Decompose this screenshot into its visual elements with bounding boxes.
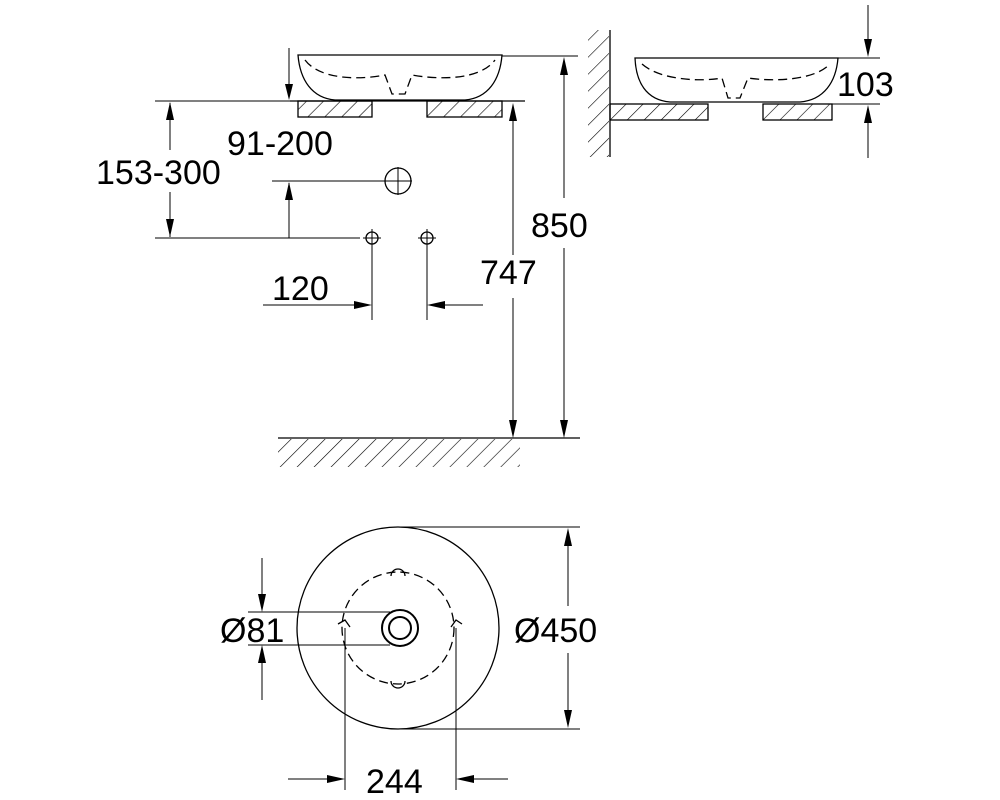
dim-basin-diameter: Ø450: [514, 612, 597, 650]
dim-counter-to-floor: 747: [480, 254, 537, 292]
plan-waste-inner: [388, 616, 412, 640]
plan-view: Ø81 Ø450 244: [220, 526, 597, 800]
dim-hole-spacing: 120: [272, 270, 329, 308]
side-counter-right: [762, 103, 833, 121]
side-counter-left: [609, 103, 709, 121]
front-elevation: 91-200 153-300 120 747 850: [96, 48, 588, 467]
plan-mount-circle: [341, 571, 455, 685]
side-basin-inner: [641, 63, 831, 99]
front-basin-outline: [297, 54, 503, 101]
dim-offset-range: 91-200: [227, 125, 333, 163]
dim-height-range: 153-300: [96, 154, 221, 192]
dim-basin-height: 103: [837, 66, 894, 104]
front-counter-right: [426, 100, 503, 118]
dim-waste-diameter: Ø81: [220, 612, 284, 650]
plan-basin-outline: [296, 526, 500, 730]
floor-hatch: [278, 439, 520, 467]
front-basin-inner: [304, 59, 496, 95]
plan-waste-outer: [381, 609, 419, 647]
dim-bolt-spacing: 244: [366, 763, 423, 800]
side-basin-outline: [634, 57, 839, 103]
front-counter-left: [297, 100, 373, 118]
wall-hatch: [588, 30, 609, 157]
dim-basin-to-floor: 850: [531, 207, 588, 245]
side-elevation: 103: [588, 5, 894, 158]
